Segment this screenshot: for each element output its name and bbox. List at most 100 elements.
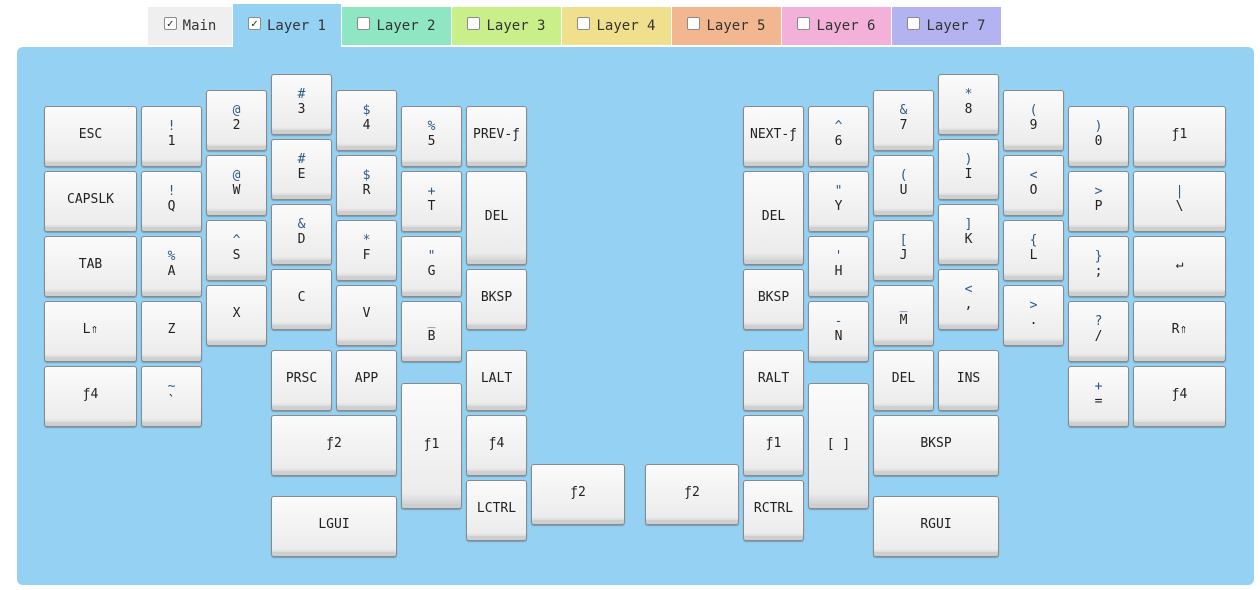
key-del-thumb-right[interactable]: DEL <box>873 350 934 411</box>
key-shifted-label: ^ <box>834 118 843 134</box>
key-lshift[interactable]: L⇑ <box>44 301 137 362</box>
checkbox-checked-icon[interactable]: ✓ <box>163 16 177 30</box>
key-label: W <box>232 182 241 198</box>
key-1[interactable]: !1 <box>141 106 202 167</box>
key-v[interactable]: V <box>336 285 397 346</box>
key-next-f[interactable]: NEXT-ƒ <box>743 106 804 167</box>
key-0[interactable]: )0 <box>1068 106 1129 167</box>
key-o[interactable]: <O <box>1003 155 1064 216</box>
key-8[interactable]: *8 <box>938 74 999 135</box>
key-f4-right[interactable]: ƒ4 <box>1133 366 1226 427</box>
checkbox-empty-icon[interactable] <box>687 16 701 30</box>
key-bksp-right[interactable]: BKSP <box>743 269 804 330</box>
checkbox-checked-icon[interactable]: ✓ <box>247 16 261 30</box>
key-f1-thumb-right[interactable]: ƒ1 <box>743 415 804 476</box>
key-f4-left[interactable]: ƒ4 <box>44 366 137 427</box>
key-prev-f[interactable]: PREV-ƒ <box>466 106 527 167</box>
key-t[interactable]: +T <box>401 171 462 232</box>
key-l[interactable]: {L <box>1003 220 1064 281</box>
key-a[interactable]: %A <box>141 236 202 297</box>
checkbox-empty-icon[interactable] <box>357 16 371 30</box>
key-ins[interactable]: INS <box>938 350 999 411</box>
key-f2-right-inner[interactable]: ƒ2 <box>645 464 739 525</box>
checkbox-empty-icon[interactable] <box>577 16 591 30</box>
key-q[interactable]: !Q <box>141 171 202 232</box>
key-app[interactable]: APP <box>336 350 397 411</box>
checkbox-empty-icon[interactable] <box>797 16 811 30</box>
tab-layer-1[interactable]: ✓ Layer 1 <box>233 4 341 48</box>
key-f2-left-wide[interactable]: ƒ2 <box>271 415 397 476</box>
key-label: RGUI <box>920 517 952 532</box>
key-2[interactable]: @2 <box>206 90 267 151</box>
key-d[interactable]: &D <box>271 204 332 265</box>
key-r[interactable]: $R <box>336 155 397 216</box>
key-brackets-tall[interactable]: [ ] <box>808 383 869 509</box>
key-capslk[interactable]: CAPSLK <box>44 171 137 232</box>
key-f2-left-inner[interactable]: ƒ2 <box>531 464 625 525</box>
tab-layer-7[interactable]: Layer 7 <box>892 7 1001 45</box>
key-f4-thumb-left[interactable]: ƒ4 <box>466 415 527 476</box>
key-e[interactable]: #E <box>271 139 332 200</box>
key-semicolon[interactable]: }; <box>1068 236 1129 297</box>
key-bksp-left[interactable]: BKSP <box>466 269 527 330</box>
key-m[interactable]: _M <box>873 285 934 346</box>
key-period[interactable]: >. <box>1003 285 1064 346</box>
tab-main[interactable]: ✓ Main <box>148 7 232 45</box>
key-enter[interactable]: ↵ <box>1133 236 1226 297</box>
key-slash[interactable]: ?/ <box>1068 301 1129 362</box>
key-lctrl[interactable]: LCTRL <box>466 480 527 541</box>
key-rgui[interactable]: RGUI <box>873 496 999 557</box>
key-f1-right[interactable]: ƒ1 <box>1133 106 1226 167</box>
key-del-right[interactable]: DEL <box>743 171 804 265</box>
key-c[interactable]: C <box>271 269 332 330</box>
key-7[interactable]: &7 <box>873 90 934 151</box>
key-x[interactable]: X <box>206 285 267 346</box>
tab-layer-4[interactable]: Layer 4 <box>562 7 671 45</box>
key-h[interactable]: 'H <box>808 236 869 297</box>
key-n[interactable]: -N <box>808 301 869 362</box>
key-tab[interactable]: TAB <box>44 236 137 297</box>
key-4[interactable]: $4 <box>336 90 397 151</box>
key-w[interactable]: @W <box>206 155 267 216</box>
key-esc[interactable]: ESC <box>44 106 137 167</box>
key-lalt[interactable]: LALT <box>466 350 527 411</box>
key-label: ↵ <box>1175 257 1184 272</box>
checkbox-empty-icon[interactable] <box>907 16 921 30</box>
tab-layer-5[interactable]: Layer 5 <box>672 7 781 45</box>
key-f1-left-tall[interactable]: ƒ1 <box>401 383 462 509</box>
key-z[interactable]: Z <box>141 301 202 362</box>
key-b[interactable]: _B <box>401 301 462 362</box>
tab-layer-3[interactable]: Layer 3 <box>452 7 561 45</box>
key-rctrl[interactable]: RCTRL <box>743 480 804 541</box>
key-p[interactable]: >P <box>1068 171 1129 232</box>
key-f[interactable]: *F <box>336 220 397 281</box>
key-5[interactable]: %5 <box>401 106 462 167</box>
checkbox-empty-icon[interactable] <box>467 16 481 30</box>
key-equals[interactable]: += <box>1068 366 1129 427</box>
tab-layer-6[interactable]: Layer 6 <box>782 7 891 45</box>
key-label: Z <box>167 322 176 337</box>
key-rshift[interactable]: R⇑ <box>1133 301 1226 362</box>
key-grave[interactable]: ~` <box>141 366 202 427</box>
key-i[interactable]: )I <box>938 139 999 200</box>
key-3[interactable]: #3 <box>271 74 332 135</box>
key-prsc[interactable]: PRSC <box>271 350 332 411</box>
key-comma[interactable]: <, <box>938 269 999 330</box>
key-6[interactable]: ^6 <box>808 106 869 167</box>
key-label: PRSC <box>285 371 318 386</box>
key-u[interactable]: (U <box>873 155 934 216</box>
key-g[interactable]: "G <box>401 236 462 297</box>
key-j[interactable]: [J <box>873 220 934 281</box>
key-9[interactable]: (9 <box>1003 90 1064 151</box>
key-del-left[interactable]: DEL <box>466 171 527 265</box>
key-k[interactable]: ]K <box>938 204 999 265</box>
key-bksp-thumb-right[interactable]: BKSP <box>873 415 999 476</box>
key-label: ; <box>1094 263 1103 279</box>
key-lgui[interactable]: LGUI <box>271 496 397 557</box>
key-ralt[interactable]: RALT <box>743 350 804 411</box>
tab-layer-2[interactable]: Layer 2 <box>342 7 451 45</box>
key-label: 2 <box>232 117 241 133</box>
key-s[interactable]: ^S <box>206 220 267 281</box>
key-y[interactable]: "Y <box>808 171 869 232</box>
key-backslash[interactable]: |\ <box>1133 171 1226 232</box>
